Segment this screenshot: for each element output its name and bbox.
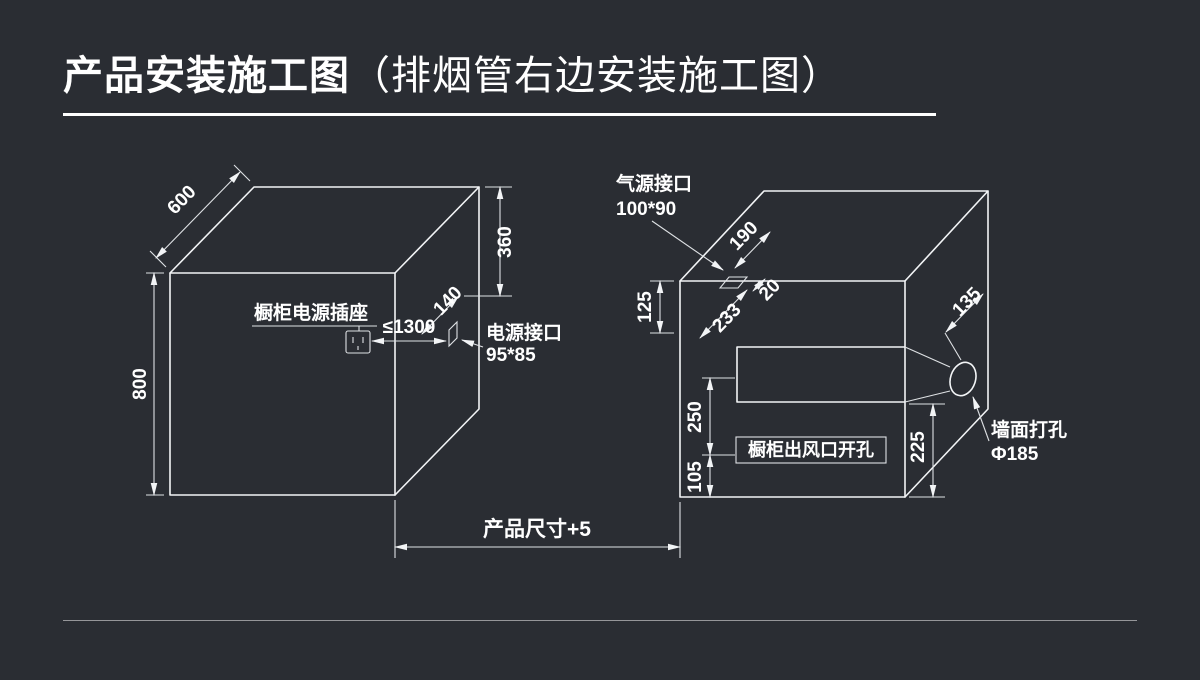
- wall-hole-title: 墙面打孔: [991, 418, 1067, 441]
- socket-icon: [345, 330, 371, 354]
- page-title: 产品安装施工图: [63, 54, 350, 98]
- duct-side-line: [904, 346, 951, 368]
- dim-20-line: [752, 278, 766, 292]
- dim-135-extension: [944, 332, 962, 361]
- dim-233: 233: [699, 289, 748, 339]
- dim-800-label: 800: [130, 368, 151, 400]
- dim-135-label: 135: [948, 283, 985, 321]
- dim-135: 135: [944, 283, 986, 361]
- dim-20-label: 20: [755, 275, 785, 305]
- wall-hole-callout: 墙面打孔 Φ185: [972, 395, 1067, 465]
- dim-600-line: [155, 171, 241, 259]
- left-cabinet: 600 800 360 140 橱柜电源插座: [130, 164, 562, 497]
- dim-height-800: 800: [130, 271, 164, 497]
- dim-125-label: 125: [635, 291, 656, 323]
- dim-225: 225: [908, 402, 945, 499]
- gas-port-size: 100*90: [616, 199, 676, 220]
- dim-600-extension: [233, 164, 251, 182]
- gas-port-title: 气源接口: [615, 172, 692, 195]
- socket-label: 橱柜电源插座: [253, 301, 368, 324]
- dim-250: 250: [685, 376, 735, 457]
- dim-socket-1300: ≤1300: [370, 317, 448, 345]
- page-subtitle: （排烟管右边安装施工图）: [350, 54, 842, 98]
- dim-depth-600: 600: [149, 164, 251, 268]
- power-port-opening: [448, 320, 458, 348]
- power-port-callout: 电源接口 95*85: [448, 320, 562, 366]
- air-duct: [736, 346, 977, 403]
- duct-side-line: [904, 390, 951, 403]
- duct-outline: [736, 346, 906, 403]
- dim-233-label: 233: [708, 299, 745, 336]
- right-cabinet-top-face: [679, 190, 989, 282]
- power-port-leader: [460, 339, 484, 348]
- wall-hole-size: Φ185: [991, 444, 1039, 465]
- outlet-label: 橱柜出风口开孔: [748, 439, 874, 460]
- dim-20: 20: [752, 275, 785, 305]
- title-underline: [63, 113, 936, 116]
- wall-hole-leader: [972, 395, 990, 442]
- left-cabinet-right-face: [394, 186, 480, 496]
- dim-105-label: 105: [685, 461, 706, 493]
- power-port-size: 95*85: [486, 345, 536, 366]
- dim-140-label: 140: [429, 282, 466, 319]
- gas-port-callout: 气源接口 100*90: [615, 172, 749, 289]
- power-port-title: 电源接口: [486, 321, 562, 344]
- dim-233-line: [699, 289, 748, 339]
- left-cabinet-top-face: [169, 186, 480, 274]
- outlet-label-box: [735, 436, 887, 464]
- dim-600-label: 600: [163, 181, 200, 218]
- dim-125: 125: [635, 279, 674, 335]
- product-span-label: 产品尺寸+5: [483, 517, 591, 541]
- footer-divider: [63, 620, 1137, 621]
- dim-360-label: 360: [495, 226, 516, 258]
- dim-105: 105: [685, 453, 714, 499]
- dim-190-line: [734, 231, 771, 269]
- dim-250-label: 250: [685, 401, 706, 433]
- outlet-opening-callout: 橱柜出风口开孔: [735, 436, 887, 464]
- power-socket-callout: 橱柜电源插座: [252, 301, 377, 354]
- dim-190-label: 190: [725, 217, 762, 254]
- dim-140-line: [421, 296, 459, 335]
- dim-product-span: 产品尺寸+5: [393, 500, 682, 558]
- dim-135-line: [945, 293, 984, 333]
- wall-hole-circle: [949, 361, 977, 397]
- right-cabinet-front-face: [679, 280, 906, 498]
- dim-top-360: 360: [464, 185, 516, 298]
- dim-225-label: 225: [908, 431, 929, 463]
- title-block: 产品安装施工图（排烟管右边安装施工图）: [63, 54, 842, 98]
- gas-port-opening: [718, 276, 749, 289]
- dim-600-extension: [149, 250, 167, 268]
- gas-port-leader: [651, 220, 724, 271]
- right-cabinet: 气源接口 100*90 190 125 233 20: [615, 172, 1067, 499]
- dim-1300-label: ≤1300: [383, 317, 436, 338]
